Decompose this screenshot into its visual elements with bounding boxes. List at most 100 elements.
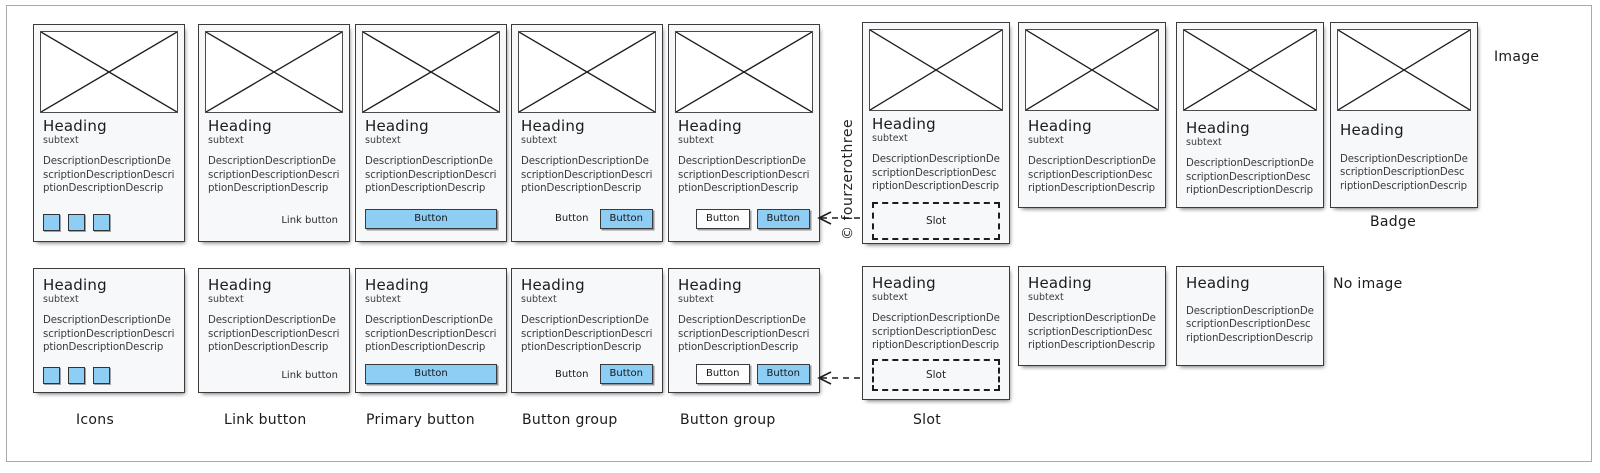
square-icon[interactable] (93, 367, 110, 384)
slot-placeholder[interactable]: Slot (872, 201, 1000, 240)
card-description: DescriptionDescriptionDescriptionDescrip… (1186, 158, 1314, 197)
card-description: DescriptionDescriptionDescriptionDescrip… (43, 315, 175, 354)
link-button[interactable]: Link button (281, 370, 338, 381)
card-description: DescriptionDescriptionDescriptionDescrip… (521, 315, 653, 354)
card-heading: Heading (872, 274, 936, 292)
card-plain-image-1[interactable]: Heading subtext DescriptionDescriptionDe… (1018, 22, 1166, 208)
card-subtext: subtext (208, 293, 244, 305)
card-primary-button-noimage[interactable]: Heading subtext DescriptionDescriptionDe… (355, 268, 507, 393)
card-icons-noimage[interactable]: Heading subtext DescriptionDescriptionDe… (33, 268, 185, 393)
primary-button[interactable]: Button (756, 208, 810, 229)
image-placeholder (518, 31, 656, 113)
card-heading: Heading (1186, 274, 1250, 292)
primary-button[interactable]: Button (365, 364, 497, 384)
card-subtext: subtext (872, 291, 908, 303)
image-placeholder (1337, 29, 1471, 111)
label-link-button: Link button (224, 412, 307, 428)
card-icons-image[interactable]: Heading subtext DescriptionDescriptionDe… (33, 24, 185, 242)
square-icon[interactable] (43, 367, 60, 384)
card-heading: Heading (43, 117, 107, 135)
square-icon[interactable] (43, 213, 60, 231)
secondary-text-button[interactable]: Button (555, 368, 589, 380)
outline-button[interactable]: Button (696, 208, 750, 229)
card-heading: Heading (678, 117, 742, 135)
card-plain-noimage-1[interactable]: Heading subtext DescriptionDescriptionDe… (1018, 266, 1166, 366)
card-subtext: subtext (1028, 134, 1064, 146)
image-placeholder (1183, 29, 1317, 111)
label-image: Image (1494, 49, 1540, 65)
primary-button[interactable]: Button (756, 364, 810, 384)
card-subtext: subtext (678, 293, 714, 305)
card-heading: Heading (43, 276, 107, 294)
card-button-group-outline-noimage[interactable]: Heading subtext DescriptionDescriptionDe… (668, 268, 820, 393)
card-description: DescriptionDescriptionDescriptionDescrip… (521, 156, 653, 195)
card-description: DescriptionDescriptionDescriptionDescrip… (678, 315, 810, 354)
image-placeholder (205, 31, 343, 113)
card-subtext: subtext (521, 293, 557, 305)
card-no-subtext-noimage[interactable]: Heading DescriptionDescriptionDescriptio… (1176, 266, 1324, 366)
primary-button[interactable]: Button (599, 208, 653, 229)
image-placeholder (362, 31, 500, 113)
label-badge: Badge (1370, 214, 1417, 230)
card-description: DescriptionDescriptionDescriptionDescrip… (365, 315, 497, 354)
card-actions: Link button (208, 367, 340, 384)
card-subtext: subtext (1028, 291, 1064, 303)
card-heading: Heading (365, 276, 429, 294)
card-button-group-outline-image[interactable]: Heading subtext DescriptionDescriptionDe… (668, 24, 820, 242)
card-slot-noimage[interactable]: Heading subtext DescriptionDescriptionDe… (862, 266, 1010, 400)
card-subtext: subtext (365, 134, 401, 146)
card-description: DescriptionDescriptionDescriptionDescrip… (43, 156, 175, 195)
square-icon[interactable] (68, 367, 85, 384)
card-description: DescriptionDescriptionDescriptionDescrip… (208, 315, 340, 354)
card-button-group-text-image[interactable]: Heading subtext DescriptionDescriptionDe… (511, 24, 663, 242)
label-slot: Slot (913, 412, 942, 428)
card-button-group-text-noimage[interactable]: Heading subtext DescriptionDescriptionDe… (511, 268, 663, 393)
card-actions: Button Button (521, 208, 653, 229)
card-actions: Button Button (521, 364, 653, 384)
card-actions: Link button (208, 212, 340, 229)
card-badge-image[interactable]: Heading DescriptionDescriptionDescriptio… (1330, 22, 1478, 208)
label-icons: Icons (76, 412, 115, 428)
slot-placeholder[interactable]: Slot (872, 358, 1000, 391)
label-button-group-1: Button group (522, 412, 618, 428)
card-actions: Button Button (678, 208, 810, 229)
card-description: DescriptionDescriptionDescriptionDescrip… (872, 154, 1000, 193)
card-primary-button-image[interactable]: Heading subtext DescriptionDescriptionDe… (355, 24, 507, 242)
outer-frame (6, 5, 1592, 462)
card-description: DescriptionDescriptionDescriptionDescrip… (365, 156, 497, 195)
image-placeholder (1025, 29, 1159, 111)
outline-button[interactable]: Button (696, 364, 750, 384)
card-actions: Button Button (678, 364, 810, 384)
card-heading: Heading (1028, 117, 1092, 135)
card-heading: Heading (872, 115, 936, 133)
square-icon[interactable] (93, 213, 110, 231)
card-heading: Heading (1028, 274, 1092, 292)
card-subtext: subtext (872, 132, 908, 144)
card-heading: Heading (208, 117, 272, 135)
primary-button[interactable]: Button (599, 364, 653, 384)
card-plain-image-2[interactable]: Heading subtext DescriptionDescriptionDe… (1176, 22, 1324, 208)
card-subtext: subtext (208, 134, 244, 146)
card-link-button-image[interactable]: Heading subtext DescriptionDescriptionDe… (198, 24, 350, 242)
primary-button[interactable]: Button (365, 208, 497, 229)
label-button-group-2: Button group (680, 412, 776, 428)
card-description: DescriptionDescriptionDescriptionDescrip… (1028, 156, 1156, 195)
link-button[interactable]: Link button (281, 214, 338, 226)
image-placeholder (869, 29, 1003, 111)
card-subtext: subtext (43, 134, 79, 146)
card-actions (43, 213, 175, 231)
card-slot-image[interactable]: Heading subtext DescriptionDescriptionDe… (862, 22, 1010, 244)
card-subtext: subtext (521, 134, 557, 146)
square-icon[interactable] (68, 213, 85, 231)
card-description: DescriptionDescriptionDescriptionDescrip… (208, 156, 340, 195)
card-actions (43, 367, 175, 384)
card-heading: Heading (365, 117, 429, 135)
label-no-image: No image (1333, 276, 1403, 292)
card-link-button-noimage[interactable]: Heading subtext DescriptionDescriptionDe… (198, 268, 350, 393)
secondary-text-button[interactable]: Button (555, 213, 589, 225)
card-actions: Button (365, 208, 497, 229)
card-subtext: subtext (678, 134, 714, 146)
slot-arrow-row2 (817, 371, 865, 385)
card-heading: Heading (521, 117, 585, 135)
